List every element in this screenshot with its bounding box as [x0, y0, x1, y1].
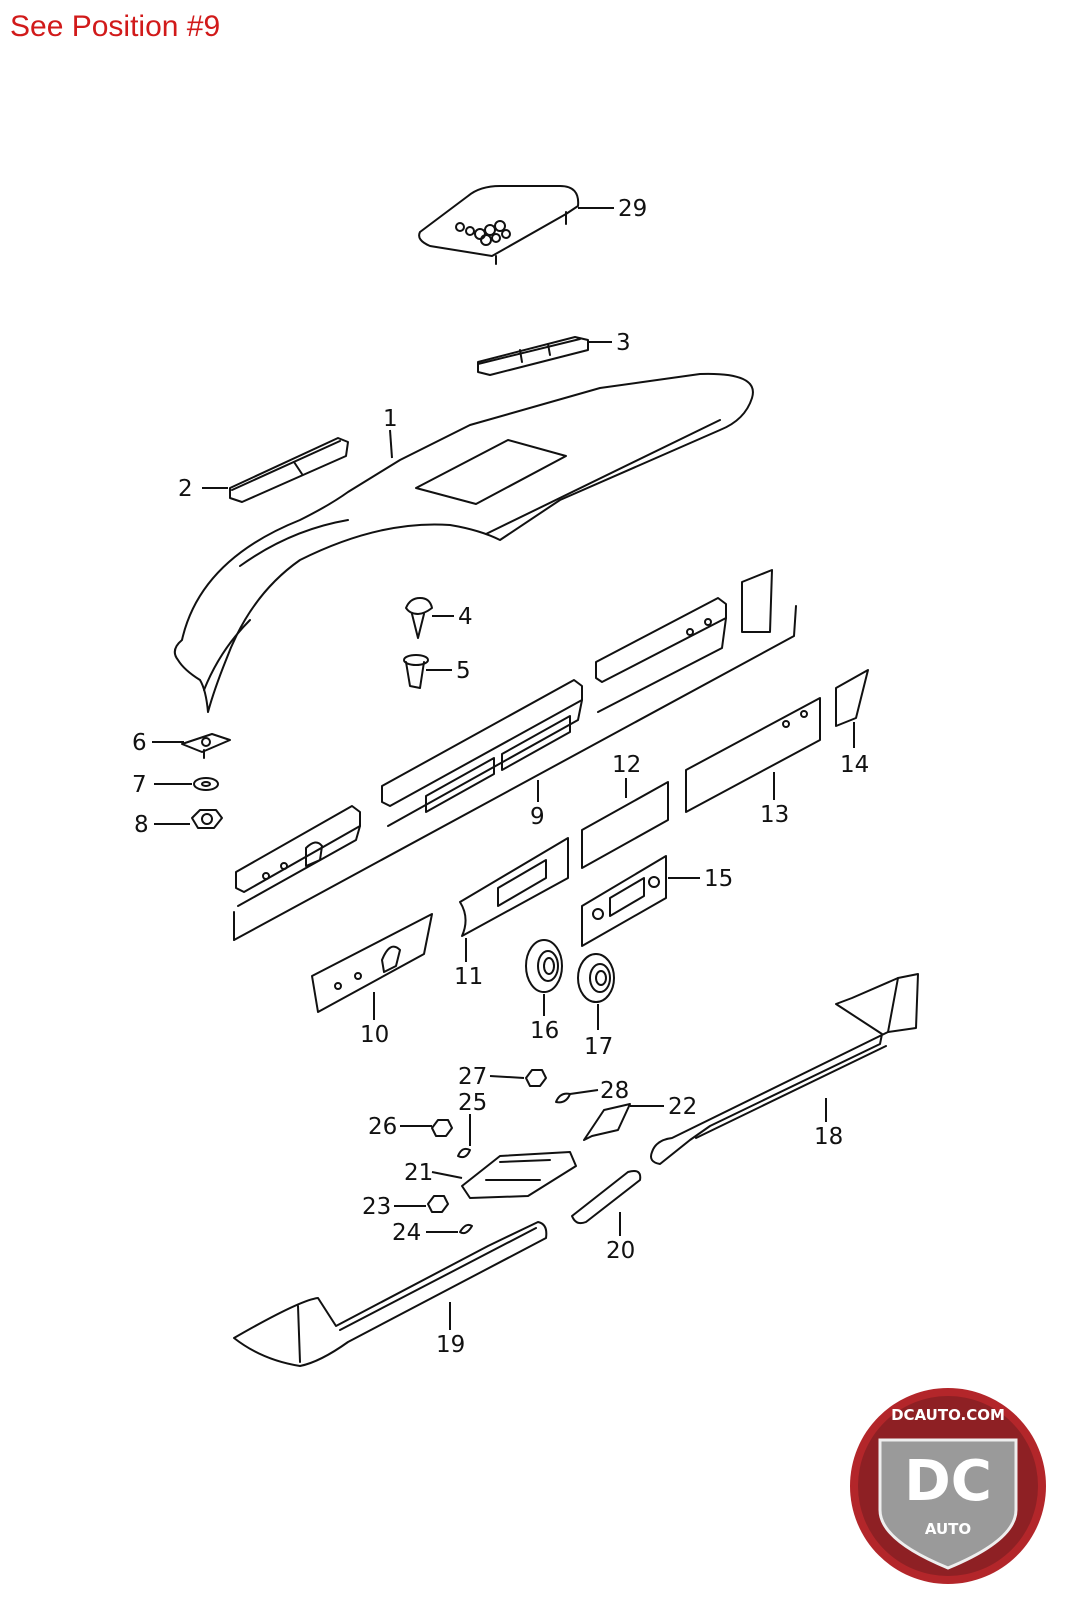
logo-top-text: DCAUTO.COM	[891, 1406, 1005, 1424]
callout-10: 10	[360, 1022, 389, 1048]
part-26-nut	[431, 1119, 453, 1137]
part-20-end-cap	[571, 1170, 642, 1225]
callout-3: 3	[616, 330, 631, 356]
part-19-side-trim	[233, 1221, 548, 1367]
part-4-clip	[405, 597, 433, 639]
callout-14: 14	[840, 752, 869, 778]
part-2-trim-strip	[229, 437, 349, 503]
part-22-clip	[583, 1103, 631, 1141]
callout-15: 15	[704, 866, 733, 892]
part-12-panel	[581, 781, 669, 869]
part-7-washer	[193, 777, 219, 791]
callout-24: 24	[392, 1220, 421, 1246]
callout-16: 16	[530, 1018, 559, 1044]
callout-9: 9	[530, 804, 545, 830]
callout-29: 29	[618, 196, 647, 222]
logo-main-text: DC	[904, 1449, 992, 1514]
part-6-bracket	[181, 733, 231, 759]
part-24-spring	[459, 1223, 473, 1235]
callout-5: 5	[456, 658, 471, 684]
callout-18: 18	[814, 1124, 843, 1150]
part-5-grommet	[403, 654, 429, 689]
part-16-knob	[525, 939, 563, 993]
callout-25: 25	[458, 1090, 487, 1116]
callout-1: 1	[383, 406, 398, 432]
callout-4: 4	[458, 604, 473, 630]
callout-26: 26	[368, 1114, 397, 1140]
part-8-nut	[191, 809, 223, 829]
callout-8: 8	[134, 812, 149, 838]
callout-17: 17	[584, 1034, 613, 1060]
callout-27: 27	[458, 1064, 487, 1090]
callout-19: 19	[436, 1332, 465, 1358]
callout-labels: 29 3 1 2 4 5 6 7 8 9 10 11 12 13 14 15 1…	[132, 196, 869, 1358]
part-17-knob	[577, 953, 615, 1003]
callout-28: 28	[600, 1078, 629, 1104]
callout-20: 20	[606, 1238, 635, 1264]
part-14-panel	[835, 669, 869, 727]
callout-21: 21	[404, 1160, 433, 1186]
part-13-panel	[685, 697, 821, 813]
part-23-nut	[427, 1195, 449, 1213]
callout-13: 13	[760, 802, 789, 828]
part-11-panel	[459, 837, 569, 937]
page-title: See Position #9	[10, 10, 221, 43]
part-18-side-trim	[650, 973, 919, 1165]
part-25-clip	[457, 1147, 471, 1159]
part-28-clip	[555, 1092, 571, 1104]
part-15-panel	[581, 855, 667, 947]
callout-2: 2	[178, 476, 193, 502]
callout-7: 7	[132, 772, 147, 798]
part-21-bracket	[461, 1151, 577, 1199]
dcauto-logo: DCAUTO.COM DC AUTO	[850, 1388, 1046, 1584]
part-9-trim-rail	[233, 569, 797, 941]
leader-lines	[152, 207, 855, 1330]
callout-11: 11	[454, 964, 483, 990]
callout-6: 6	[132, 730, 147, 756]
callout-22: 22	[668, 1094, 697, 1120]
part-10-panel	[311, 913, 433, 1013]
part-27-nut	[525, 1069, 547, 1087]
callout-23: 23	[362, 1194, 391, 1220]
logo-bottom-text: AUTO	[925, 1520, 971, 1538]
part-1-dashboard	[173, 372, 754, 713]
part-29-cover-plate	[418, 185, 580, 265]
callout-12: 12	[612, 752, 641, 778]
part-3-trim-strip	[477, 336, 589, 376]
